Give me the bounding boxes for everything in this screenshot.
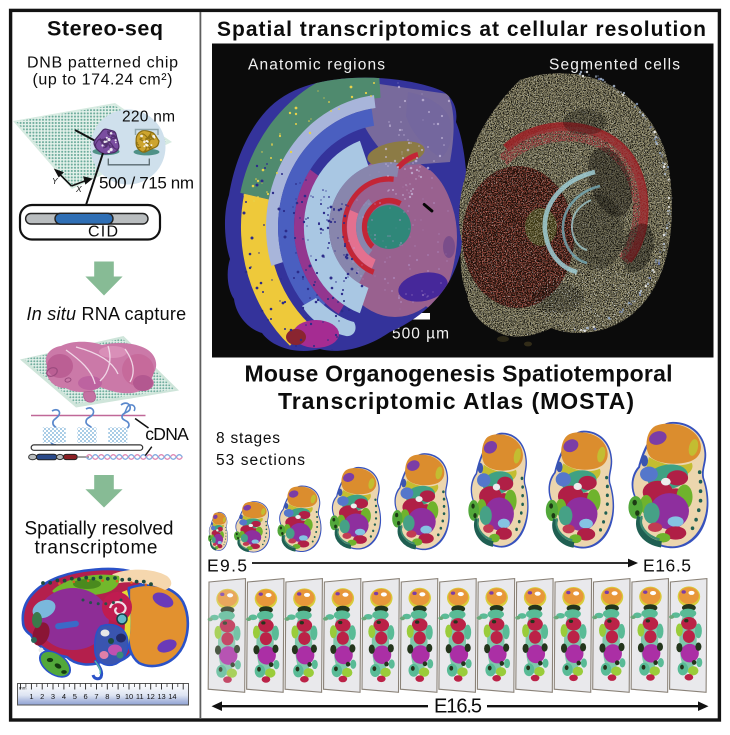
svg-text:5: 5 bbox=[73, 692, 77, 701]
svg-text:13: 13 bbox=[157, 692, 165, 701]
svg-text:11: 11 bbox=[136, 692, 144, 701]
svg-text:(up to 174.24 cm²): (up to 174.24 cm²) bbox=[33, 72, 173, 89]
svg-text:9: 9 bbox=[116, 692, 120, 701]
svg-text:transcriptome: transcriptome bbox=[35, 538, 158, 559]
svg-text:3: 3 bbox=[51, 692, 55, 701]
svg-text:In situ RNA capture: In situ RNA capture bbox=[27, 304, 187, 324]
svg-text:8 stages: 8 stages bbox=[216, 430, 280, 447]
svg-text:Spatially resolved: Spatially resolved bbox=[25, 519, 174, 540]
svg-text:Anatomic regions: Anatomic regions bbox=[248, 57, 385, 74]
svg-text:E16.5: E16.5 bbox=[434, 696, 482, 718]
svg-text:500 µm: 500 µm bbox=[392, 326, 449, 343]
svg-text:6: 6 bbox=[84, 692, 88, 701]
svg-text:Spatial transcriptomics at cel: Spatial transcriptomics at cellular reso… bbox=[217, 18, 706, 41]
svg-text:500 / 715 nm: 500 / 715 nm bbox=[99, 174, 194, 193]
svg-text:Segmented cells: Segmented cells bbox=[549, 57, 680, 74]
svg-text:10: 10 bbox=[125, 692, 133, 701]
svg-text:2: 2 bbox=[40, 692, 44, 701]
svg-text:E16.5: E16.5 bbox=[643, 556, 691, 576]
svg-text:1: 1 bbox=[29, 692, 33, 701]
svg-text:8: 8 bbox=[105, 692, 109, 701]
svg-text:53 sections: 53 sections bbox=[216, 452, 305, 469]
svg-text:4: 4 bbox=[62, 692, 66, 701]
svg-text:CID: CID bbox=[88, 224, 118, 241]
svg-text:12: 12 bbox=[147, 692, 155, 701]
svg-text:220 nm: 220 nm bbox=[122, 109, 175, 126]
svg-text:E9.5: E9.5 bbox=[207, 556, 247, 576]
svg-text:7: 7 bbox=[94, 692, 98, 701]
svg-text:Mouse Organogenesis Spatiotemp: Mouse Organogenesis Spatiotemporal bbox=[245, 361, 673, 387]
svg-text:Transcriptomic Atlas (MOSTA): Transcriptomic Atlas (MOSTA) bbox=[278, 388, 634, 414]
svg-text:mm: mm bbox=[19, 686, 27, 691]
svg-text:X: X bbox=[75, 184, 82, 194]
svg-text:Y: Y bbox=[52, 176, 59, 186]
svg-text:cDNA: cDNA bbox=[145, 424, 189, 444]
svg-text:DNB patterned chip: DNB patterned chip bbox=[27, 55, 178, 72]
svg-text:Stereo-seq: Stereo-seq bbox=[47, 17, 163, 41]
svg-text:14: 14 bbox=[168, 692, 176, 701]
